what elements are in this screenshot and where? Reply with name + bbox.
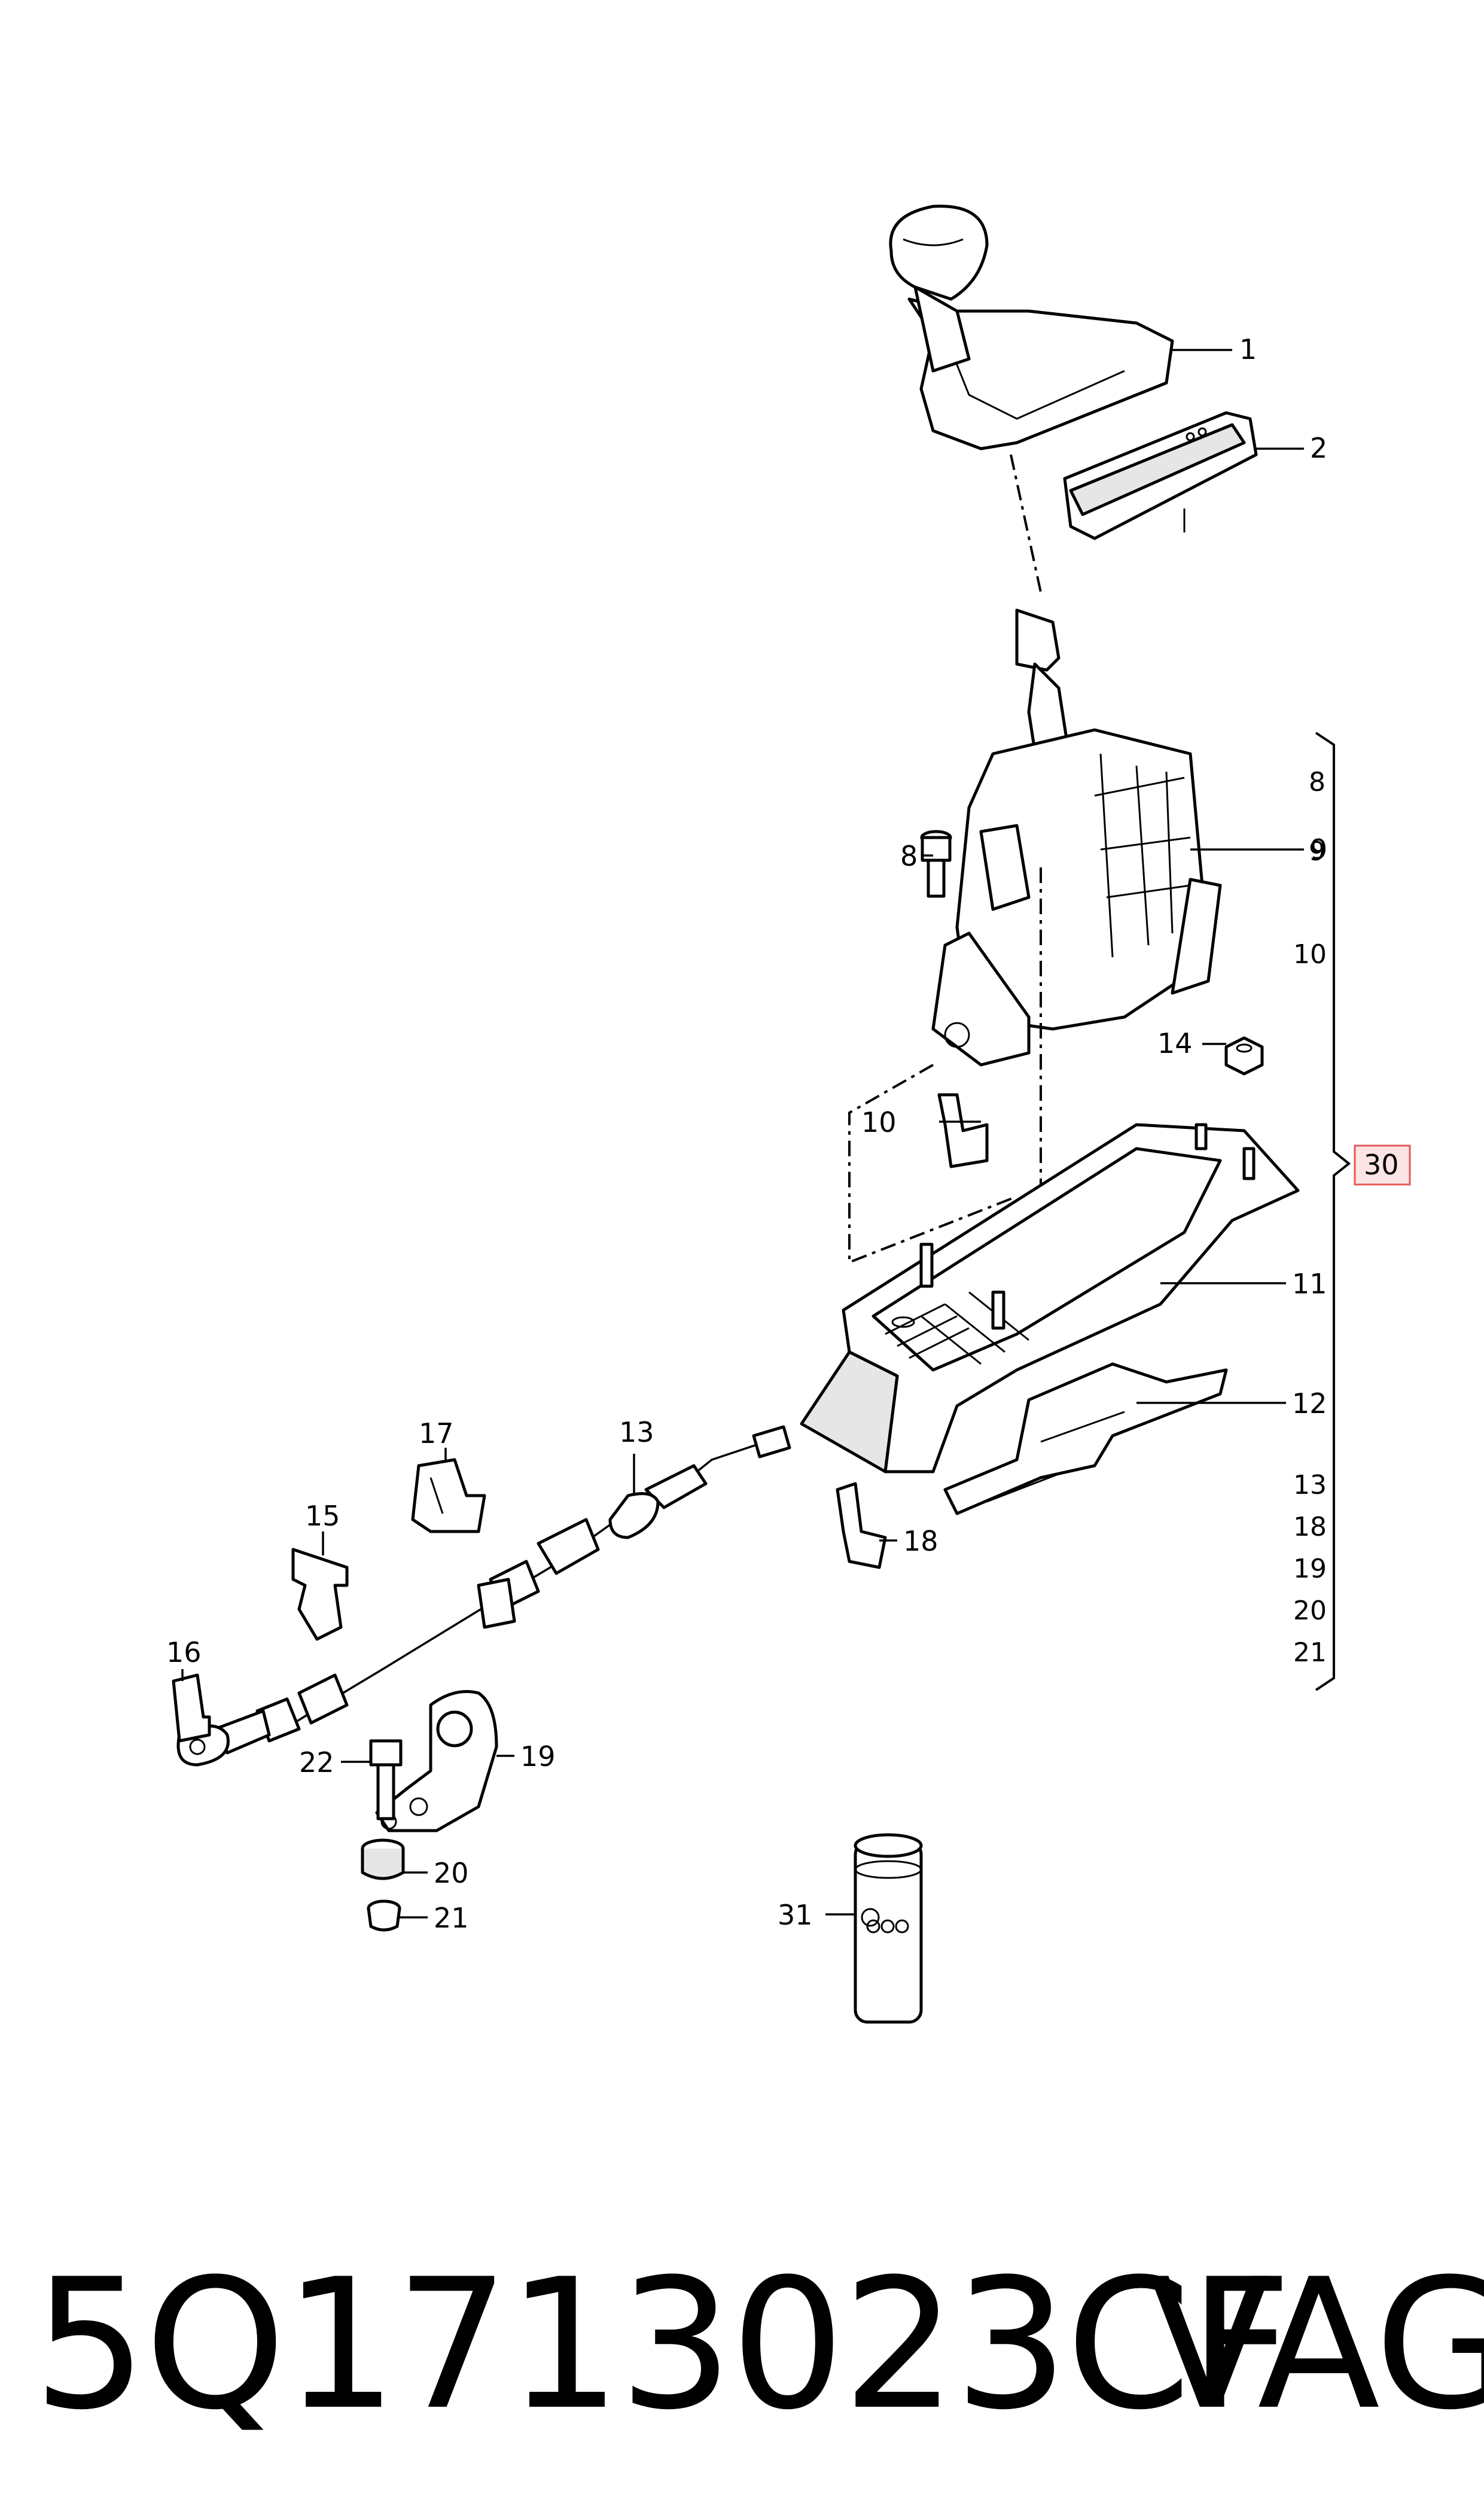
axis-line	[1010, 454, 1042, 593]
callout-19-diagram: 19	[520, 1740, 556, 1773]
washer-part	[367, 1899, 401, 1932]
clip-17-part	[411, 1458, 486, 1533]
selector-cable-part	[176, 1425, 791, 1767]
selector-indicator-panel-part	[1063, 411, 1258, 540]
callout-2: 2	[1310, 432, 1327, 464]
gear-selector-mechanism-part	[931, 608, 1222, 1067]
callout-1: 1	[1239, 333, 1257, 366]
callout-21-diagram: 21	[434, 1902, 469, 1934]
brace-item-19: 19	[1293, 1554, 1327, 1584]
brace-item-10: 10	[1293, 939, 1327, 970]
callout-9-diagram: 9	[1310, 833, 1327, 866]
callout-16: 16	[166, 1636, 202, 1668]
footer-caption: 5Q1713023CF VAG	[0, 2213, 1484, 2518]
spring-clip-part	[937, 1093, 989, 1168]
clip-18-part	[836, 1482, 887, 1569]
bracket-part	[375, 1690, 498, 1832]
brace-item-20: 20	[1293, 1596, 1327, 1626]
clip-dash-outline	[848, 1064, 1017, 1264]
callout-30-highlight	[1354, 1144, 1411, 1186]
callout-18-diagram: 18	[903, 1525, 938, 1557]
bolt-22-part	[369, 1739, 403, 1820]
clip-15-part	[291, 1548, 349, 1641]
callout-14: 14	[1157, 1027, 1193, 1059]
callout-12: 12	[1292, 1387, 1327, 1420]
part-number-text: 5Q1713023CF	[33, 2240, 1292, 2449]
bushing-part	[361, 1838, 405, 1880]
nut-part	[1224, 1036, 1264, 1076]
callout-30: 30	[1364, 1149, 1399, 1181]
bolt-8-part	[920, 830, 952, 898]
brace-item-9: 9	[1309, 836, 1325, 867]
leader-lines	[181, 349, 1304, 1919]
gear-knob-boot-part	[889, 205, 1174, 450]
callout-10-diagram: 10	[861, 1106, 897, 1138]
callout-13-diagram: 13	[619, 1416, 654, 1448]
group-brace	[1315, 732, 1351, 1691]
brand-text: VAG	[1148, 2240, 1484, 2449]
brace-item-13: 13	[1293, 1470, 1327, 1500]
brace-item-8: 8	[1309, 767, 1325, 797]
insulation-pad-part	[943, 1362, 1228, 1515]
base-housing-part	[800, 1123, 1300, 1473]
callout-31: 31	[778, 1899, 813, 1931]
brace-item-18: 18	[1293, 1512, 1327, 1542]
clip-16-part	[172, 1673, 211, 1743]
callout-8-diagram: 8	[900, 840, 918, 872]
callout-15: 15	[305, 1500, 340, 1532]
callout-11: 11	[1292, 1268, 1327, 1300]
brace-item-21: 21	[1293, 1637, 1327, 1668]
callout-labels: 1 2 8 9 10 14 11 12 13 18 15 17 16 19 22…	[166, 333, 1411, 1934]
callout-17: 17	[419, 1417, 454, 1450]
callout-20-diagram: 20	[434, 1857, 469, 1889]
callout-22: 22	[299, 1746, 334, 1779]
grease-tube-part	[854, 1833, 923, 2024]
